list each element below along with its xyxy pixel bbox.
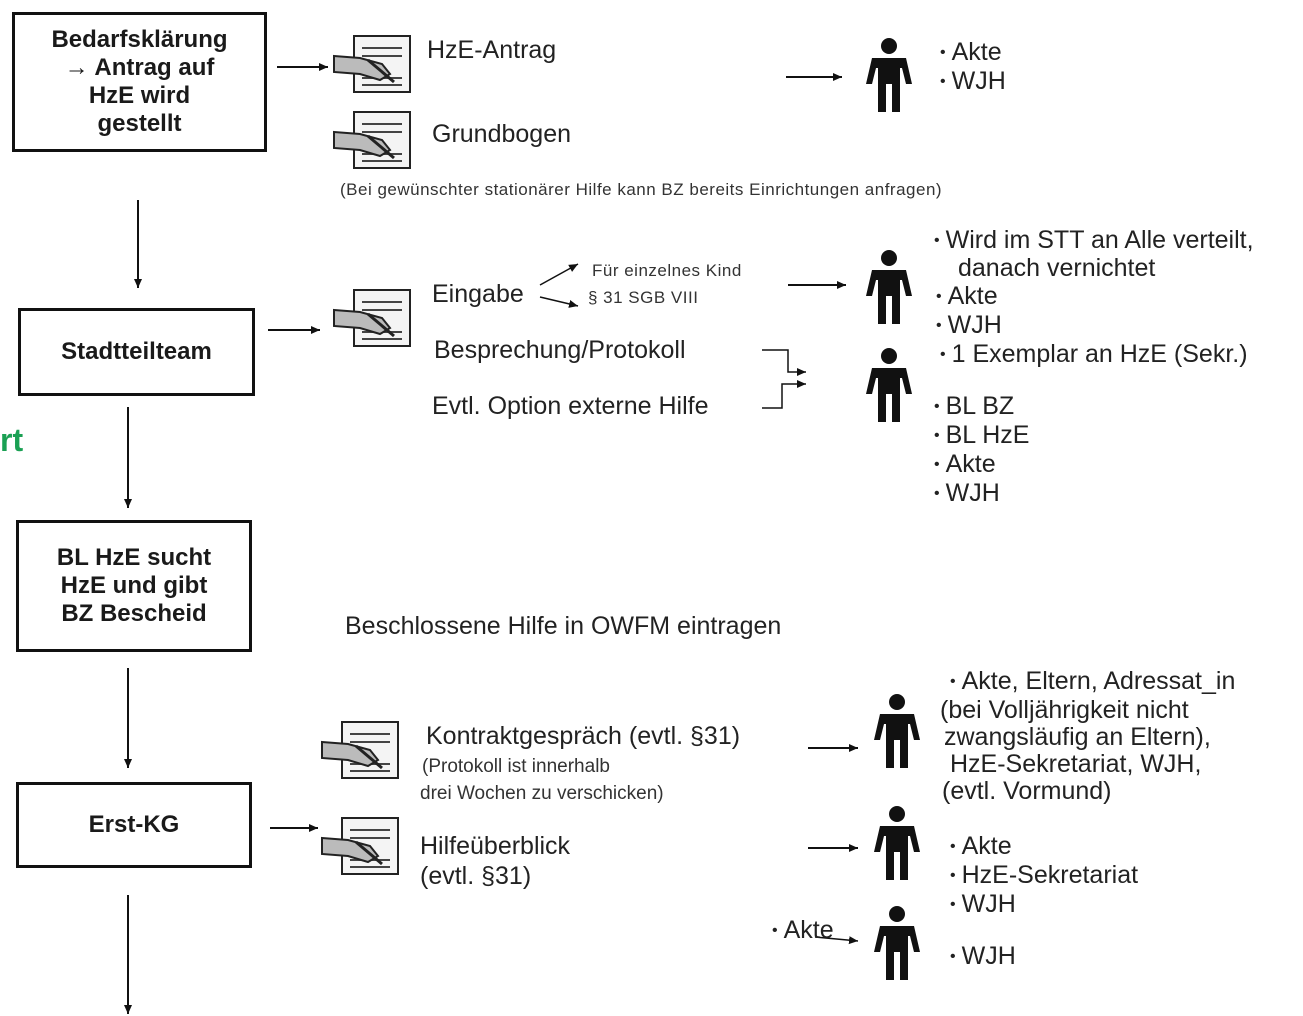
recipient-list-3: BL BZ BL HzE Akte WJH (934, 392, 1030, 508)
list-item: WJH (950, 890, 1138, 919)
label-evtl-31: (evtl. §31) (420, 862, 532, 890)
list-item: Wird im STT an Alle verteilt, (934, 226, 1254, 255)
recipients-line-2: (bei Volljährigkeit nicht (940, 696, 1189, 724)
box-erst-kg: Erst-KG (16, 782, 252, 868)
note-protokoll-2: drei Wochen zu verschicken) (420, 783, 664, 804)
list-item: WJH (950, 942, 1016, 971)
document-icon (333, 289, 411, 347)
document-icon (333, 35, 411, 93)
recipient-list-2: Wird im STT an Alle verteilt, (934, 226, 1254, 255)
label-owfm: Beschlossene Hilfe in OWFM eintragen (345, 612, 782, 640)
recipient-list-6: WJH (950, 942, 1016, 971)
recipients-line-4: HzE-Sekretariat, WJH, (950, 750, 1202, 778)
label-einzelnes-kind: Für einzelnes Kind (592, 261, 742, 280)
list-item: HzE-Sekretariat (950, 861, 1138, 890)
list-item: WJH (936, 311, 1248, 340)
document-icon (333, 111, 411, 169)
note-stationaer: (Bei gewünschter stationärer Hilfe kann … (340, 180, 943, 199)
list-item: Akte (934, 450, 1029, 479)
document-icon (321, 817, 399, 875)
person-icon (866, 250, 912, 324)
person-icon (874, 694, 920, 768)
recipients-line-3: zwangsläufig an Eltern), (944, 723, 1211, 751)
person-icon (874, 806, 920, 880)
label-kontraktgespraech: Kontraktgespräch (evtl. §31) (426, 722, 741, 750)
list-item: BL HzE (934, 421, 1030, 450)
arrow-eingabe-up (539, 263, 579, 286)
recipient-list-5: Akte HzE-Sekretariat WJH (950, 832, 1138, 919)
list-item: Akte (950, 832, 1138, 861)
note-protokoll-1: (Protokoll ist innerhalb (422, 756, 610, 777)
list-item: 1 Exemplar an HzE (Sekr.) (940, 340, 1248, 369)
person-icon (866, 348, 912, 422)
doc-label-hze-antrag: HzE-Antrag (427, 36, 557, 64)
recipient-list-1: Akte WJH (940, 38, 1006, 96)
label-sgb-viii: § 31 SGB VIII (588, 288, 699, 307)
box-bl-hze: BL HzE sucht HzE und gibt BZ Bescheid (16, 520, 252, 652)
label-besprechung: Besprechung/Protokoll (434, 336, 686, 364)
label-option-extern: Evtl. Option externe Hilfe (432, 392, 709, 420)
label-hilfeueberblick: Hilfeüberblick (420, 832, 571, 860)
box-stadtteilteam: Stadtteilteam (18, 308, 255, 396)
list-item: Akte (940, 38, 1006, 67)
person-icon (874, 906, 920, 980)
list-item: Akte (936, 282, 1248, 311)
list-item: Akte (772, 916, 834, 945)
recipient-list-akte-left: Akte (772, 916, 834, 945)
bracket-option (762, 380, 806, 409)
arrow-eingabe-down (539, 296, 579, 308)
box-bedarfsklaerung: Bedarfsklärung → Antrag auf HzE wird ges… (12, 12, 267, 152)
label-eingabe: Eingabe (432, 280, 524, 308)
list-item-continuation: danach vernichtet (958, 254, 1156, 282)
recipient-list-2b: Akte WJH 1 Exemplar an HzE (Sekr.) (936, 282, 1248, 369)
document-icon (321, 721, 399, 779)
list-item: WJH (934, 479, 1029, 508)
person-icon (866, 38, 912, 112)
list-item: Akte, Eltern, Adressat_in (950, 667, 1236, 696)
doc-label-grundbogen: Grundbogen (432, 120, 572, 148)
bracket-besprechung (762, 349, 806, 376)
side-label: rt (0, 422, 24, 458)
list-item: WJH (940, 67, 1006, 96)
recipients-line-5: (evtl. Vormund) (942, 777, 1112, 805)
recipient-list-4: Akte, Eltern, Adressat_in (950, 667, 1236, 696)
list-item: BL BZ (934, 392, 1029, 421)
